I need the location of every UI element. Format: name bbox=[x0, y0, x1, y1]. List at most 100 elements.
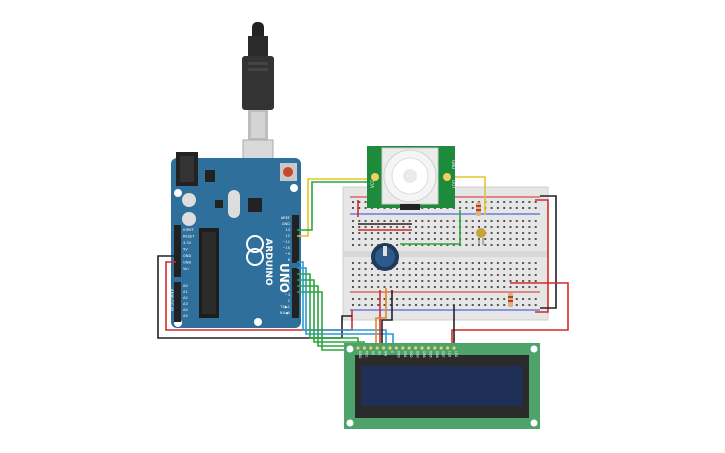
breadboard-hole bbox=[415, 280, 417, 282]
lcd-pin-label: LED bbox=[454, 351, 458, 358]
breadboard-hole bbox=[534, 298, 537, 300]
breadboard-hole bbox=[528, 268, 531, 270]
breadboard-hole bbox=[383, 286, 386, 288]
breadboard-hole bbox=[465, 262, 468, 264]
breadboard-hole bbox=[415, 274, 417, 276]
breadboard-hole bbox=[421, 298, 424, 300]
breadboard-hole bbox=[528, 274, 531, 276]
breadboard-hole bbox=[515, 244, 518, 246]
breadboard-hole bbox=[396, 298, 399, 300]
wire-yellow-pir-out bbox=[297, 178, 377, 237]
breadboard-hole bbox=[452, 280, 455, 282]
breadboard-hole bbox=[352, 226, 354, 228]
breadboard-hole bbox=[440, 304, 443, 306]
breadboard-hole bbox=[496, 220, 499, 222]
breadboard-hole bbox=[459, 304, 462, 306]
breadboard-hole bbox=[402, 232, 405, 234]
led bbox=[476, 228, 486, 245]
breadboard-hole bbox=[490, 280, 493, 282]
breadboard-hole bbox=[471, 286, 474, 288]
breadboard-hole bbox=[503, 286, 506, 288]
breadboard-hole bbox=[528, 298, 531, 300]
breadboard-hole bbox=[446, 286, 449, 288]
breadboard-hole bbox=[421, 268, 424, 270]
breadboard-hole bbox=[383, 280, 386, 282]
breadboard-hole bbox=[522, 220, 525, 222]
breadboard-hole bbox=[503, 220, 506, 222]
breadboard-hole bbox=[427, 238, 430, 240]
lcd-pin bbox=[375, 346, 379, 350]
breadboard-hole bbox=[490, 232, 493, 234]
breadboard-hole bbox=[496, 274, 499, 276]
breadboard-hole bbox=[471, 280, 474, 282]
breadboard-hole bbox=[358, 201, 361, 203]
breadboard-hole bbox=[515, 274, 518, 276]
breadboard-hole bbox=[465, 207, 468, 209]
breadboard-hole bbox=[370, 280, 373, 282]
breadboard-hole bbox=[427, 232, 430, 234]
breadboard-hole bbox=[377, 286, 380, 288]
pir-pin-gnd: GND bbox=[451, 160, 456, 169]
lcd-pin-label: DB4 bbox=[422, 351, 426, 358]
lcd-pin-label: DB3 bbox=[416, 351, 420, 358]
breadboard-hole bbox=[396, 238, 399, 240]
breadboard-hole bbox=[534, 232, 537, 234]
breadboard-hole bbox=[465, 220, 468, 222]
breadboard-hole bbox=[377, 280, 380, 282]
breadboard-hole bbox=[396, 274, 399, 276]
breadboard-hole bbox=[503, 201, 506, 203]
breadboard-hole bbox=[427, 244, 430, 246]
breadboard-hole bbox=[440, 268, 443, 270]
breadboard-hole bbox=[427, 274, 430, 276]
breadboard-hole bbox=[522, 207, 525, 209]
breadboard-hole bbox=[402, 220, 405, 222]
breadboard-hole bbox=[452, 298, 455, 300]
breadboard-hole bbox=[421, 304, 424, 306]
arduino-pin-label: 8 bbox=[288, 258, 291, 262]
breadboard-hole bbox=[534, 220, 537, 222]
breadboard-hole bbox=[465, 201, 468, 203]
breadboard-hole bbox=[534, 280, 537, 282]
breadboard-hole bbox=[522, 262, 525, 264]
breadboard-hole bbox=[452, 232, 455, 234]
breadboard-hole bbox=[478, 262, 480, 264]
breadboard-hole bbox=[421, 226, 424, 228]
arduino-brand: ARDUINO bbox=[263, 238, 273, 286]
lcd-pin-label: DB1 bbox=[403, 351, 407, 358]
lcd-pin bbox=[401, 346, 405, 350]
lcd-pin-label: VCC bbox=[364, 351, 368, 358]
breadboard-hole bbox=[352, 238, 354, 240]
breadboard-hole bbox=[496, 244, 499, 246]
breadboard-hole bbox=[522, 232, 525, 234]
breadboard-hole bbox=[484, 238, 487, 240]
breadboard-hole bbox=[358, 298, 361, 300]
breadboard-hole bbox=[415, 304, 417, 306]
breadboard-hole bbox=[490, 274, 493, 276]
breadboard-hole bbox=[452, 262, 455, 264]
breadboard-hole bbox=[364, 286, 367, 288]
breadboard-hole bbox=[408, 226, 411, 228]
arduino-pin-label: A4 bbox=[183, 308, 188, 312]
breadboard-hole bbox=[503, 304, 506, 306]
breadboard-hole bbox=[515, 262, 518, 264]
breadboard-hole bbox=[433, 226, 436, 228]
breadboard-hole bbox=[427, 304, 430, 306]
breadboard-hole bbox=[496, 268, 499, 270]
lcd-pin bbox=[446, 346, 450, 350]
breadboard-hole bbox=[364, 268, 367, 270]
breadboard-hole bbox=[471, 298, 474, 300]
breadboard-hole bbox=[471, 207, 474, 209]
breadboard-hole bbox=[396, 226, 399, 228]
resistor-lcd bbox=[508, 293, 513, 307]
breadboard-hole bbox=[528, 286, 531, 288]
breadboard-hole bbox=[522, 244, 525, 246]
breadboard-hole bbox=[496, 280, 499, 282]
breadboard-hole bbox=[478, 226, 480, 228]
breadboard-hole bbox=[484, 274, 487, 276]
arduino-pin-label: ~11 bbox=[282, 240, 290, 244]
breadboard-hole bbox=[377, 304, 380, 306]
breadboard-hole bbox=[389, 220, 392, 222]
breadboard-hole bbox=[402, 262, 405, 264]
breadboard-hole bbox=[496, 232, 499, 234]
breadboard-hole bbox=[352, 280, 354, 282]
